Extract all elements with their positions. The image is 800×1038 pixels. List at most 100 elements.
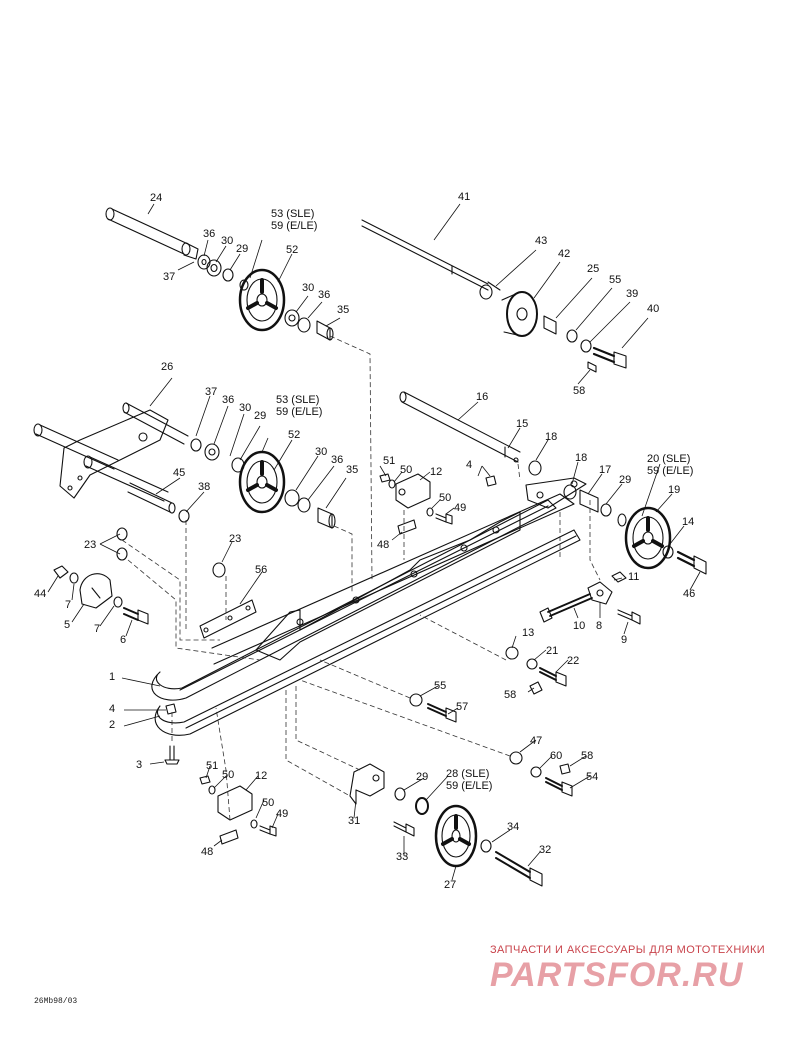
callout-58-a: 58 [573,385,586,397]
callout-7-a: 7 [65,599,72,611]
callout-55-a: 55 [609,274,622,286]
callout-59-mid: 59 (E/LE) [276,406,323,418]
callout-60: 60 [550,750,563,762]
callout-46: 46 [683,588,696,600]
washer-36-top [197,254,211,270]
callout-18-b: 18 [575,452,588,464]
callout-36-a: 36 [203,228,216,240]
bolt-6 [123,607,149,625]
callout-14: 14 [682,516,695,528]
bolt-46 [676,550,707,575]
axle-45 [127,482,176,514]
nut-58-low [559,763,571,775]
callout-52-b: 52 [288,429,301,441]
washer-7-b [113,596,123,608]
callout-43: 43 [535,235,548,247]
washer-50-low-b [250,819,258,829]
wheel-52-top [238,268,286,332]
callout-40: 40 [647,303,660,315]
washer-30-mid [204,443,220,461]
slide-rail-2 [154,529,581,736]
washer-39 [580,339,592,353]
link-plate-18 [525,477,587,509]
callout-59-bot: 59 (E/LE) [446,780,493,792]
nut-11 [611,571,627,583]
washer-18-b [563,484,577,500]
callout-28: 28 (SLE) [446,768,490,780]
callout-39: 39 [626,288,639,300]
drawing-code: 26Mb98/03 [34,997,78,1006]
callout-9: 9 [621,634,628,646]
callout-17: 17 [599,464,612,476]
bearing-28 [415,797,429,815]
washer-36-mid [190,438,202,452]
callout-7-b: 7 [94,623,101,635]
callout-36-c: 36 [222,394,235,406]
callout-59-top: 59 (E/LE) [271,220,318,232]
washer-36-mid-b [297,497,311,513]
nut-4-left [165,703,177,715]
washer-55-top [566,329,578,343]
callout-29-d: 29 [416,771,429,783]
bracket-31 [349,763,385,805]
callout-49-b: 49 [276,808,289,820]
nut-23-a [116,527,128,541]
callout-58-c: 58 [581,750,594,762]
bolt-40 [592,346,627,369]
rail-bracket-56 [199,599,257,639]
callout-19: 19 [668,484,681,496]
callout-53-top: 53 (SLE) [271,208,315,220]
screw-3 [164,745,180,765]
callout-11: 11 [628,571,640,583]
callout-26: 26 [161,361,174,373]
ring-43 [479,284,493,300]
callout-10: 10 [573,620,586,632]
callout-52-a: 52 [286,244,299,256]
wheel-27 [434,804,478,868]
bolt-54 [545,777,573,797]
callout-53-mid: 53 (SLE) [276,394,320,406]
callout-27: 27 [444,879,457,891]
ring-29-low [394,787,406,801]
wheel-19 [617,506,672,570]
shaft-16 [399,391,521,463]
callout-37-a: 37 [163,271,176,283]
callout-20: 20 (SLE) [647,453,691,465]
washer-36-top-b [297,317,311,333]
wheel-52-mid [238,450,286,514]
washer-38 [178,509,190,523]
callout-56: 56 [255,564,268,576]
ring-29-top [222,268,234,282]
callout-38: 38 [198,481,211,493]
callout-15: 15 [516,418,529,430]
callout-30-a: 30 [221,235,234,247]
washer-7-a [69,572,79,584]
callout-1: 1 [109,671,116,683]
washer-55-mid [409,693,423,707]
callout-31: 31 [348,815,361,827]
callout-29-a: 29 [236,243,249,255]
washer-50-low [208,785,216,795]
callout-8: 8 [596,620,603,632]
bolt-9 [617,609,641,625]
washer-30-mid-b [284,489,300,507]
callout-36-d: 36 [331,454,344,466]
callout-54: 54 [586,771,599,783]
callout-41: 41 [458,191,471,203]
bolt-33 [393,821,415,837]
nut-58-mid [529,681,543,695]
block-12-top [395,473,431,509]
insert-48-top [397,519,417,535]
callout-59-r: 59 (E/LE) [647,465,694,477]
callout-22: 22 [567,655,580,667]
callout-30-d: 30 [315,446,328,458]
callout-50-a: 50 [400,464,413,476]
callout-2: 2 [109,719,116,731]
callout-23-b: 23 [229,533,242,545]
callout-35-a: 35 [337,304,350,316]
wheel-42 [501,291,538,337]
shaft-41 [361,219,501,291]
spacer-25 [543,315,557,335]
callout-44: 44 [34,588,47,600]
